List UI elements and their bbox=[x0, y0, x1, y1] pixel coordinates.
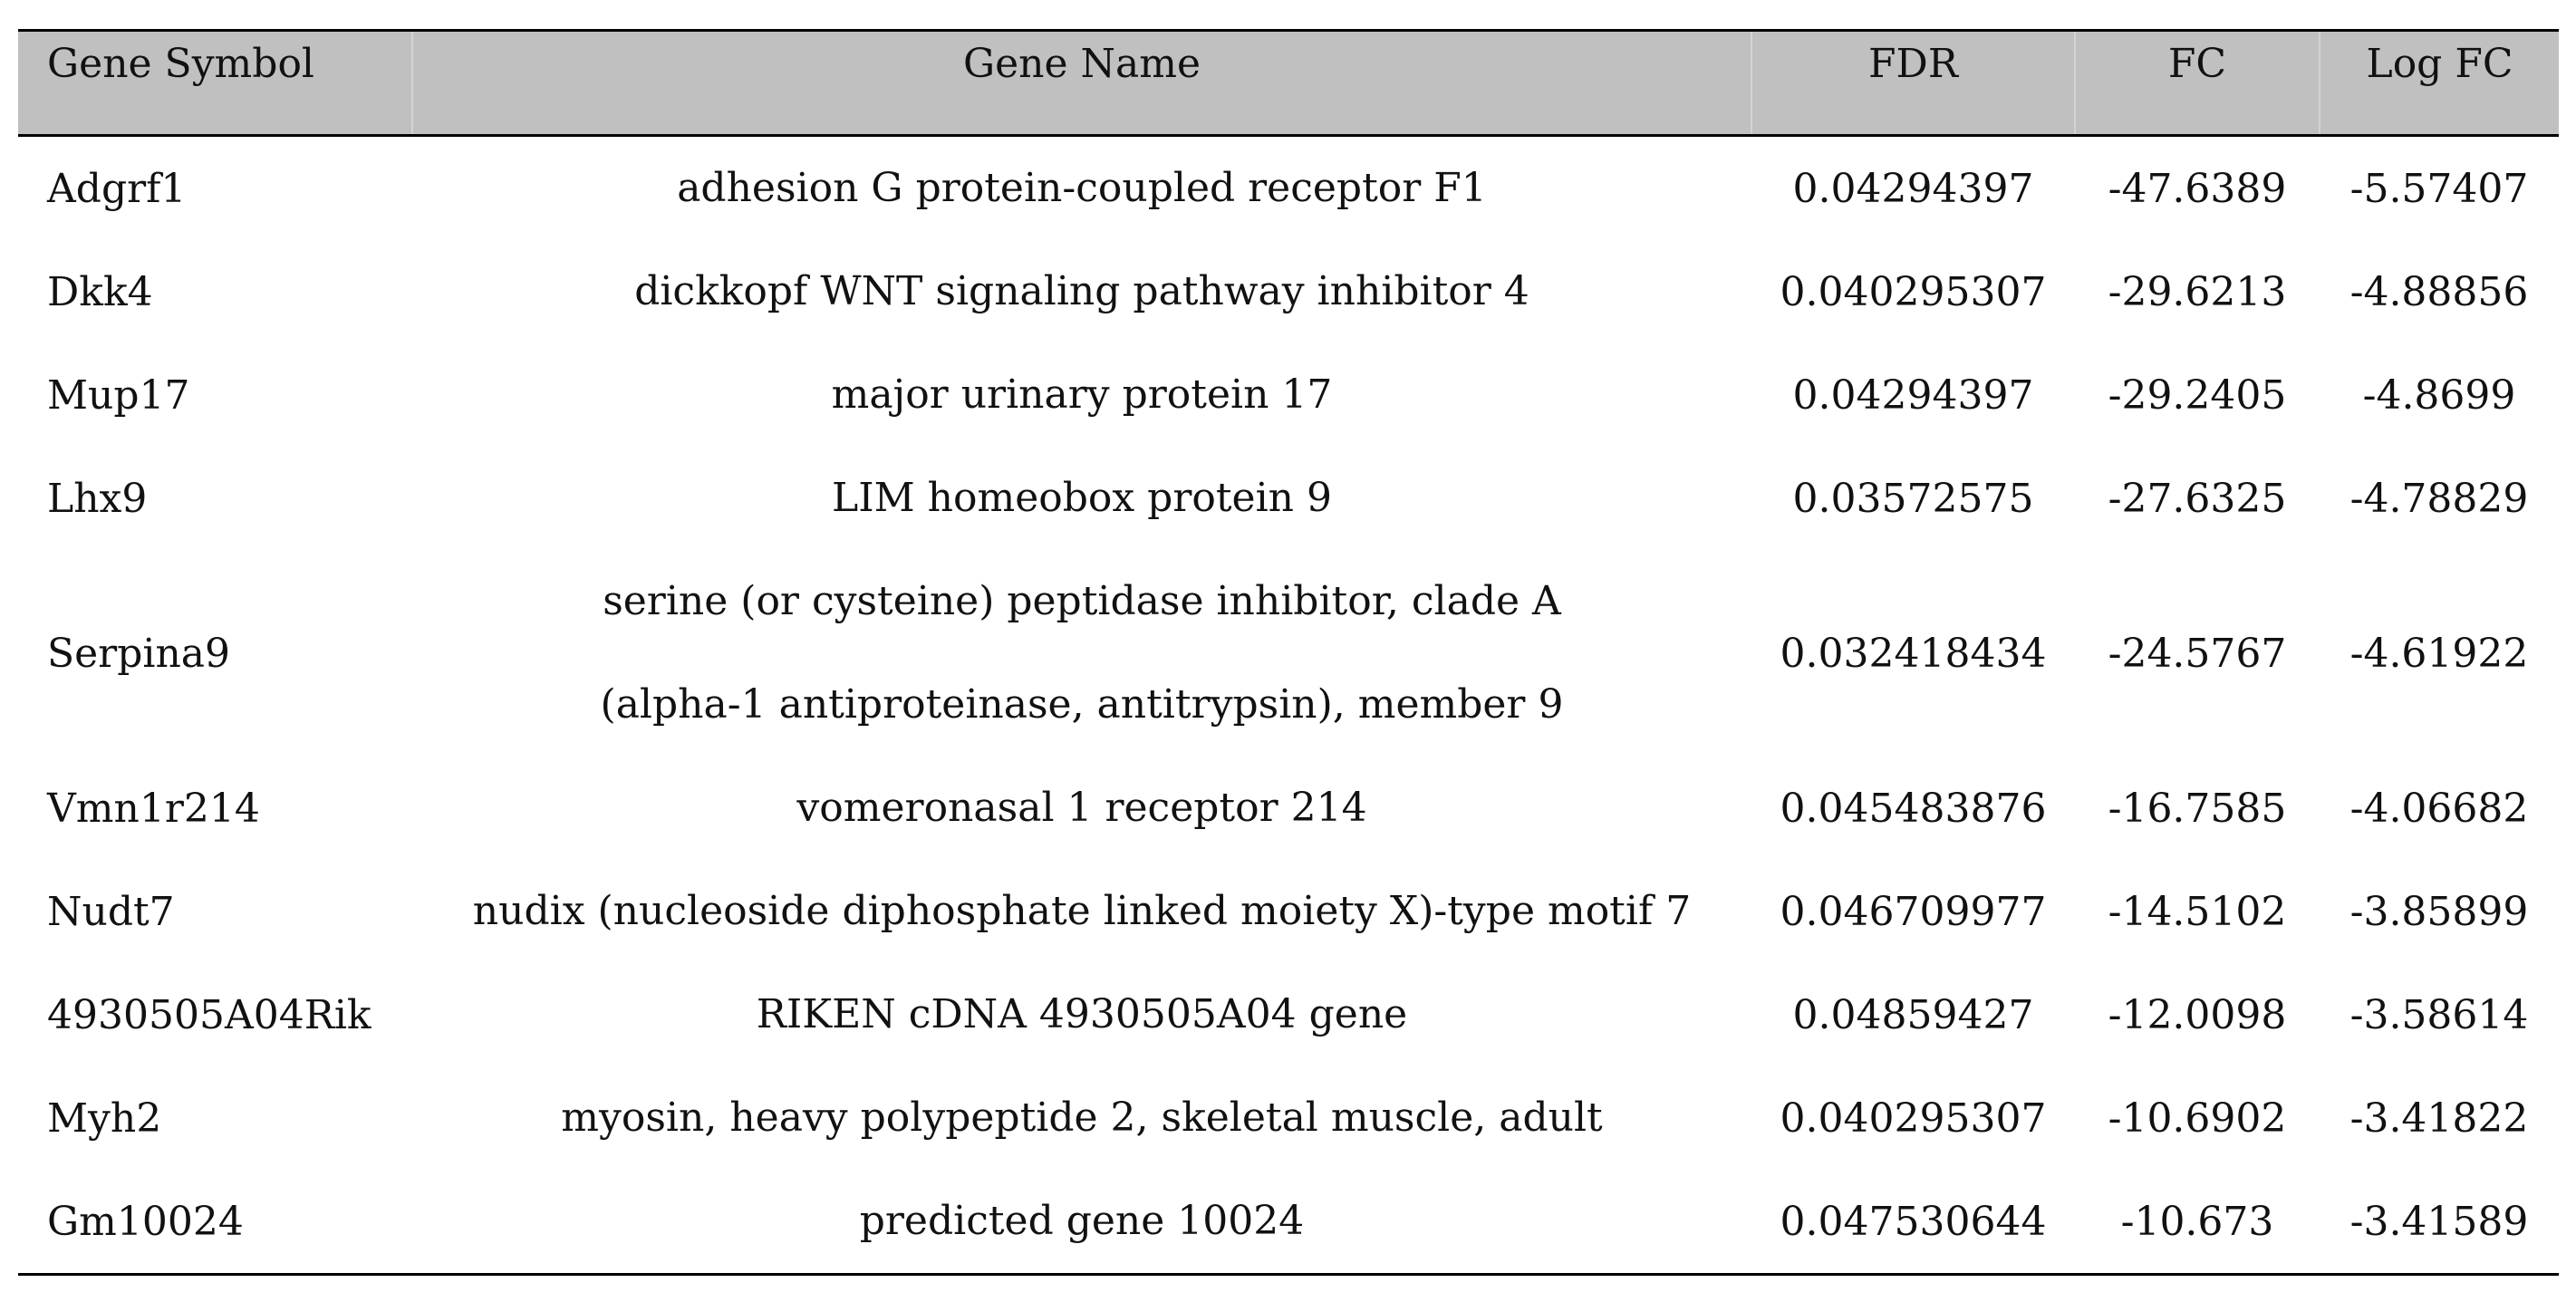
gene-name-cell: predicted gene 10024 bbox=[412, 1170, 1751, 1276]
gene-symbol-cell: Dkk4 bbox=[47, 268, 153, 315]
gene-name-line: myosin, heavy polypeptide 2, skeletal mu… bbox=[561, 1095, 1603, 1141]
log-fc-cell: -4.88856 bbox=[2349, 268, 2529, 315]
fc-cell: -12.0098 bbox=[2108, 991, 2287, 1038]
table-row: 4930505A04Rik RIKEN cDNA 4930505A04 gene 0… bbox=[18, 963, 2559, 1066]
gene-name-line: adhesion G protein-coupled receptor F1 bbox=[677, 165, 1487, 211]
fc-cell: -47.6389 bbox=[2108, 165, 2287, 212]
fc-cell: -10.673 bbox=[2075, 1170, 2320, 1276]
header-row: Gene Symbol Gene Name FDR FC Log FC bbox=[18, 29, 2559, 137]
table-header: Gene Symbol Gene Name FDR FC Log FC bbox=[18, 29, 2559, 137]
gene-name-line: RIKEN cDNA 4930505A04 gene bbox=[756, 991, 1408, 1037]
table-row: Nudt7 nudix (nucleoside diphosphate linke… bbox=[18, 860, 2559, 963]
gene-symbol-cell: Adgrf1 bbox=[47, 165, 187, 212]
fdr-cell: 0.04294397 bbox=[1792, 165, 2034, 212]
fdr-cell: 0.032418434 bbox=[1780, 630, 2047, 677]
gene-expression-table: Gene Symbol Gene Name FDR FC Log FC Adgr… bbox=[18, 29, 2559, 1276]
table-row: Serpina9 serine (or cysteine) peptidase i… bbox=[18, 550, 2559, 757]
gene-name-cell: RIKEN cDNA 4930505A04 gene bbox=[412, 963, 1751, 1066]
gene-name-cell: dickkopf WNT signaling pathway inhibitor… bbox=[412, 240, 1751, 343]
fdr-cell: 0.045483876 bbox=[1780, 785, 2047, 832]
table-row: Adgrf1 adhesion G protein-coupled recepto… bbox=[18, 136, 2559, 241]
gene-name-line: vomeronasal 1 receptor 214 bbox=[796, 785, 1367, 831]
fdr-cell: 0.03572575 bbox=[1792, 475, 2034, 522]
fc-cell: -16.7585 bbox=[2108, 785, 2287, 832]
gene-name-line: LIM homeobox protein 9 bbox=[832, 475, 1332, 521]
fc-cell: -10.6902 bbox=[2108, 1095, 2287, 1142]
gene-symbol-cell: Lhx9 bbox=[47, 475, 148, 522]
gene-name-cell: serine (or cysteine) peptidase inhibitor… bbox=[412, 550, 1751, 757]
gene-name-line: serine (or cysteine) peptidase inhibitor… bbox=[603, 578, 1561, 624]
gene-name-cell: nudix (nucleoside diphosphate linked moi… bbox=[412, 860, 1751, 963]
log-fc-cell: -3.41589 bbox=[2320, 1170, 2559, 1276]
header-fdr: FDR bbox=[1751, 29, 2075, 137]
fc-cell: -14.5102 bbox=[2108, 888, 2287, 935]
gene-name-line: nudix (nucleoside diphosphate linked moi… bbox=[472, 888, 1692, 934]
table-row: Gm10024 predicted gene 10024 0.047530644-1… bbox=[18, 1170, 2559, 1276]
table-row: Myh2 myosin, heavy polypeptide 2, skeleta… bbox=[18, 1066, 2559, 1170]
gene-symbol-cell: Vmn1r214 bbox=[47, 785, 260, 832]
table-body: Adgrf1 adhesion G protein-coupled recepto… bbox=[18, 136, 2559, 1276]
fc-cell: -27.6325 bbox=[2108, 475, 2287, 522]
gene-name-cell: major urinary protein 17 bbox=[412, 343, 1751, 447]
fc-cell: -24.5767 bbox=[2108, 630, 2287, 677]
fdr-cell: 0.046709977 bbox=[1780, 888, 2047, 935]
table-row: Mup17 major urinary protein 17 0.04294397 -… bbox=[18, 343, 2559, 447]
log-fc-cell: -4.8699 bbox=[2362, 371, 2516, 419]
table-row: Lhx9 LIM homeobox protein 9 0.03572575 -27.… bbox=[18, 447, 2559, 550]
gene-symbol-cell: 4930505A04Rik bbox=[47, 991, 371, 1038]
fdr-cell: 0.04294397 bbox=[1792, 371, 2034, 419]
gene-symbol-cell: Gm10024 bbox=[18, 1170, 412, 1276]
log-fc-cell: -5.57407 bbox=[2349, 165, 2529, 212]
gene-name-line: (alpha-1 antiproteinase, antitrypsin), m… bbox=[600, 681, 1564, 728]
log-fc-cell: -3.58614 bbox=[2349, 991, 2529, 1038]
gene-name-line: major urinary protein 17 bbox=[831, 371, 1333, 418]
gene-name-cell: LIM homeobox protein 9 bbox=[412, 447, 1751, 550]
gene-symbol-cell: Mup17 bbox=[47, 371, 190, 419]
log-fc-cell: -3.41822 bbox=[2349, 1095, 2529, 1142]
gene-table-container: Gene Symbol Gene Name FDR FC Log FC Adgr… bbox=[18, 29, 2559, 1276]
gene-symbol-cell: Myh2 bbox=[47, 1095, 162, 1142]
gene-name-line: dickkopf WNT signaling pathway inhibitor… bbox=[634, 268, 1529, 314]
gene-name-cell: adhesion G protein-coupled receptor F1 bbox=[412, 136, 1751, 241]
header-gene-symbol: Gene Symbol bbox=[18, 29, 412, 137]
log-fc-cell: -4.78829 bbox=[2349, 475, 2529, 522]
gene-name-line: predicted gene 10024 bbox=[859, 1198, 1305, 1244]
fdr-cell: 0.040295307 bbox=[1780, 268, 2047, 315]
table-row: Dkk4 dickkopf WNT signaling pathway inhib… bbox=[18, 240, 2559, 343]
log-fc-cell: -3.85899 bbox=[2349, 888, 2529, 935]
header-fc: FC bbox=[2074, 29, 2320, 137]
gene-symbol-cell: Serpina9 bbox=[47, 630, 231, 677]
header-gene-name: Gene Name bbox=[411, 29, 1751, 137]
gene-name-cell: vomeronasal 1 receptor 214 bbox=[412, 757, 1751, 860]
fdr-cell: 0.04859427 bbox=[1792, 991, 2034, 1038]
fc-cell: -29.6213 bbox=[2108, 268, 2287, 315]
fdr-cell: 0.040295307 bbox=[1780, 1095, 2047, 1142]
log-fc-cell: -4.61922 bbox=[2349, 630, 2529, 677]
gene-name-cell: myosin, heavy polypeptide 2, skeletal mu… bbox=[412, 1066, 1751, 1170]
table-row: Vmn1r214 vomeronasal 1 receptor 214 0.0454… bbox=[18, 757, 2559, 860]
fdr-cell: 0.047530644 bbox=[1751, 1170, 2075, 1276]
gene-symbol-cell: Nudt7 bbox=[47, 888, 175, 935]
fc-cell: -29.2405 bbox=[2108, 371, 2287, 419]
log-fc-cell: -4.06682 bbox=[2349, 785, 2529, 832]
header-log-fc: Log FC bbox=[2319, 29, 2559, 137]
